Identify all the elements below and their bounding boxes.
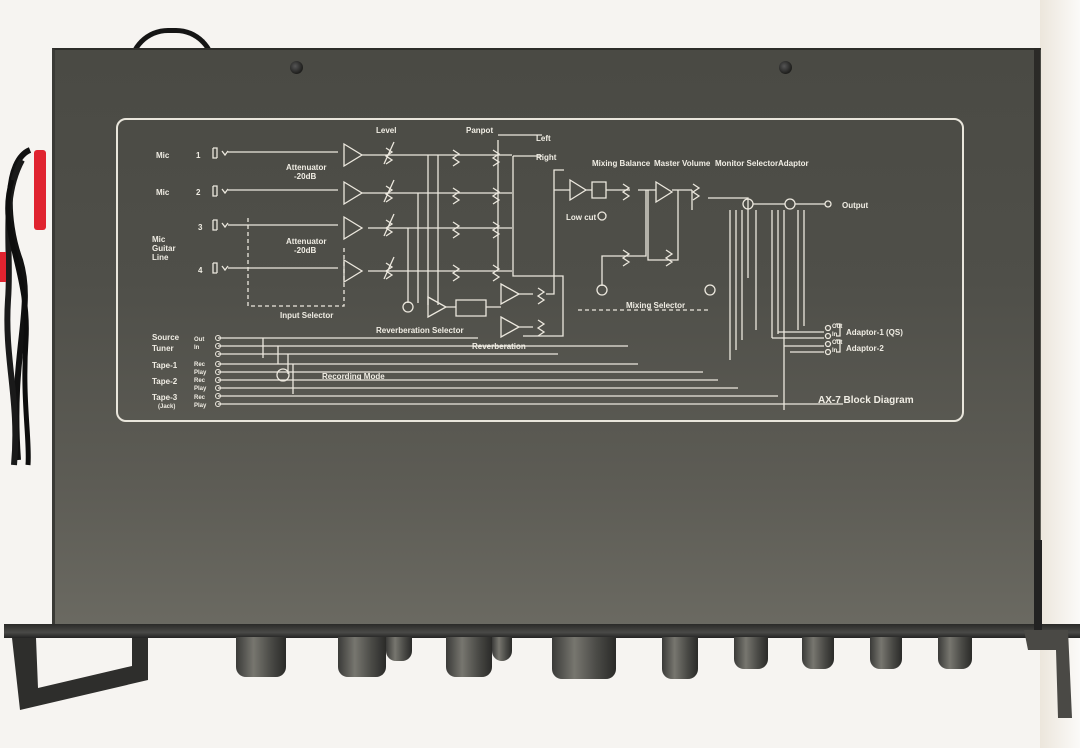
master-knob[interactable] bbox=[552, 637, 616, 679]
knob-2[interactable] bbox=[338, 637, 386, 677]
screw-left bbox=[290, 61, 303, 74]
adaptor1-label: Adaptor-1 (QS) bbox=[846, 328, 903, 337]
diagram-title: AX-7 Block Diagram bbox=[818, 395, 914, 406]
adaptor2-label: Adaptor-2 bbox=[846, 344, 884, 353]
tape2-label: Tape-2 bbox=[152, 377, 178, 386]
selector-knob-3[interactable] bbox=[870, 637, 902, 669]
tape2-rec-port: Rec bbox=[194, 378, 206, 384]
adaptor2-out-port: Out bbox=[832, 340, 842, 346]
level-label: Level bbox=[376, 126, 396, 135]
right-label: Right bbox=[536, 153, 557, 162]
input-label-mic1: Mic bbox=[156, 151, 170, 160]
adaptor1-in-port: In bbox=[832, 332, 838, 338]
panpot-label: Panpot bbox=[466, 126, 493, 135]
adaptor2-in-port: In bbox=[832, 348, 838, 354]
selector-knob-4[interactable] bbox=[938, 637, 972, 669]
tape1-rec-port: Rec bbox=[194, 362, 206, 368]
input-selector-label: Input Selector bbox=[280, 311, 333, 320]
rca-cables bbox=[0, 147, 46, 466]
tape3-label: Tape-3 bbox=[152, 393, 178, 402]
knob-5[interactable] bbox=[662, 637, 698, 679]
adaptor1-out-port: Out bbox=[832, 324, 842, 330]
mixing-balance-label: Mixing Balance bbox=[592, 159, 651, 168]
background-wall bbox=[1040, 0, 1080, 748]
attenuator-mid-value: -20dB bbox=[294, 246, 316, 255]
low-cut-label: Low cut bbox=[566, 213, 597, 222]
attenuator-mid-label: Attenuator bbox=[286, 237, 326, 246]
input-label-guitar: Guitar bbox=[152, 244, 176, 253]
input-label-mic-guitar-line: Mic bbox=[152, 235, 166, 244]
tape3-play-port: Play bbox=[194, 403, 207, 409]
tape1-label: Tape-1 bbox=[152, 361, 178, 370]
knob-3-inner[interactable] bbox=[492, 637, 512, 661]
rack-handle-right bbox=[1024, 540, 1072, 718]
input-channel-3: 3 bbox=[198, 223, 203, 232]
chassis-right-edge bbox=[1034, 48, 1040, 628]
knob-1[interactable] bbox=[236, 637, 286, 677]
tape1-play-port: Play bbox=[194, 370, 207, 376]
attenuator-top-label: Attenuator bbox=[286, 163, 326, 172]
tuner-out-port: Out bbox=[194, 337, 204, 343]
adaptor-label: Adaptor bbox=[778, 159, 809, 168]
monitor-selector-label: Monitor Selector bbox=[715, 159, 778, 168]
tape2-play-port: Play bbox=[194, 386, 207, 392]
selector-knob-1[interactable] bbox=[734, 637, 768, 669]
tuner-in-port: In bbox=[194, 345, 200, 351]
block-diagram-panel: Mic 1 Mic 2 Mic Guitar Line 3 4 Level Pa… bbox=[116, 118, 964, 422]
mixer-top-cover bbox=[52, 48, 1041, 630]
tuner-label: Tuner bbox=[152, 344, 174, 353]
input-channel-1: 1 bbox=[196, 151, 201, 160]
reverberation-label: Reverberation bbox=[472, 342, 526, 351]
recording-mode-label: Recording Mode bbox=[322, 372, 385, 381]
mixing-selector-label: Mixing Selector bbox=[626, 301, 685, 310]
tape3-jack-label: (Jack) bbox=[158, 404, 175, 410]
knob-2-inner[interactable] bbox=[386, 637, 412, 661]
output-label: Output bbox=[842, 201, 869, 210]
attenuator-top-value: -20dB bbox=[294, 172, 316, 181]
input-channel-4: 4 bbox=[198, 266, 203, 275]
knob-3[interactable] bbox=[446, 637, 492, 677]
screw-right bbox=[779, 61, 792, 74]
block-diagram: Mic 1 Mic 2 Mic Guitar Line 3 4 Level Pa… bbox=[152, 126, 914, 410]
master-volume-label: Master Volume bbox=[654, 159, 711, 168]
rack-handle-left bbox=[12, 638, 148, 710]
input-label-mic2: Mic bbox=[156, 188, 170, 197]
front-rack-rail bbox=[4, 624, 1080, 638]
left-label: Left bbox=[536, 134, 551, 143]
tape3-rec-port: Rec bbox=[194, 395, 206, 401]
input-label-line: Line bbox=[152, 253, 169, 262]
input-channel-2: 2 bbox=[196, 188, 201, 197]
source-label: Source bbox=[152, 333, 180, 342]
selector-knob-2[interactable] bbox=[802, 637, 834, 669]
reverberation-selector-label: Reverberation Selector bbox=[376, 326, 464, 335]
